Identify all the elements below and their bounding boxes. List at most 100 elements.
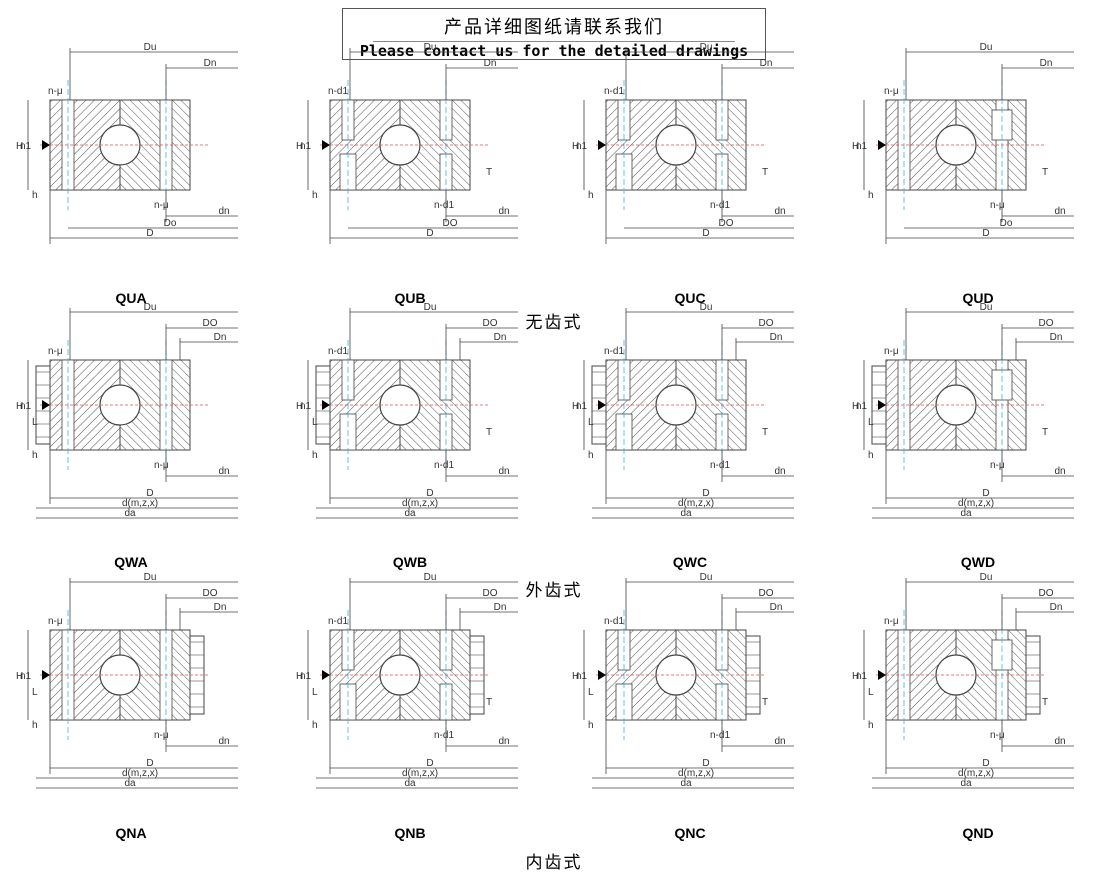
dim-label-dn-bottom: dn	[1054, 206, 1065, 217]
dim-label-h: H	[296, 401, 303, 412]
dim-label-dn2: Dn	[770, 602, 783, 613]
dim-label-n1: n1	[300, 401, 312, 412]
dim-label-h-small: h	[32, 190, 38, 201]
dim-label-l: L	[868, 687, 874, 698]
dim-label-du: Du	[144, 42, 157, 53]
dim-label-dn: Dn	[204, 58, 217, 69]
n1-arrow	[42, 140, 50, 150]
dim-label-dmzx: d(m,z,x)	[958, 768, 994, 779]
callout-inner-hole: n-μ	[990, 730, 1005, 741]
n1-arrow	[878, 140, 886, 150]
dim-label-dmzx: d(m,z,x)	[122, 498, 158, 509]
dim-label-da: da	[124, 778, 136, 789]
title-english: Please contact us for the detailed drawi…	[359, 42, 749, 60]
dim-label-t: T	[486, 697, 492, 708]
title-chinese: 产品详细图纸请联系我们	[444, 17, 664, 38]
dim-label-dn: DO	[1039, 588, 1054, 599]
dim-label-h-small: h	[312, 720, 318, 731]
model-label-qwa: QWA	[114, 554, 148, 570]
dim-label-d: D	[702, 758, 709, 769]
model-label-qnb: QNB	[394, 825, 426, 841]
n1-arrow	[598, 670, 606, 680]
dim-label-dn: Dn	[760, 58, 773, 69]
dim-label-h: H	[852, 671, 859, 682]
dim-label-dn2: Dn	[770, 332, 783, 343]
dim-label-n1: n1	[300, 671, 312, 682]
dim-label-n1: n1	[856, 671, 868, 682]
dim-label-dn-bottom: dn	[218, 206, 229, 217]
section-label-no-teeth: 无齿式	[525, 313, 583, 333]
dim-label-d: D	[982, 228, 989, 239]
dim-label-t: T	[486, 167, 492, 178]
dim-label-h: H	[572, 671, 579, 682]
dim-label-h-small: h	[868, 190, 874, 201]
dim-label-l: L	[312, 687, 318, 698]
dim-label-dn-bottom: dn	[498, 206, 509, 217]
callout-outer-hole: n-d1	[328, 346, 348, 357]
callout-outer-hole: n-μ	[48, 346, 63, 357]
dim-label-du: Du	[700, 302, 713, 313]
dim-label-dn-bottom: dn	[498, 736, 509, 747]
title-divider	[373, 41, 735, 42]
dim-label-dn: DO	[1039, 318, 1054, 329]
dim-label-du: Du	[424, 302, 437, 313]
model-label-qub: QUB	[394, 290, 426, 306]
callout-inner-hole: n-μ	[154, 200, 169, 211]
callout-inner-hole: n-d1	[710, 460, 730, 471]
dim-label-da: da	[680, 508, 692, 519]
dim-label-l: L	[32, 417, 38, 428]
callout-inner-hole: n-d1	[434, 730, 454, 741]
dim-label-d: D	[426, 228, 433, 239]
dim-label-n1: n1	[576, 141, 588, 152]
callout-inner-hole: n-d1	[710, 730, 730, 741]
dim-label-dn2: Dn	[214, 332, 227, 343]
dim-label-dn-bottom: dn	[774, 206, 785, 217]
dim-label-h: H	[296, 671, 303, 682]
dim-label-da: da	[404, 508, 416, 519]
dim-label-du: Du	[980, 42, 993, 53]
dim-label-du: Du	[424, 572, 437, 583]
dim-label-d: D	[702, 228, 709, 239]
dim-label-do: DO	[443, 218, 458, 229]
dim-label-dn: DO	[203, 588, 218, 599]
dim-label-dn: DO	[483, 588, 498, 599]
n1-arrow	[598, 140, 606, 150]
model-label-qua: QUA	[115, 290, 147, 306]
dim-label-t: T	[762, 697, 768, 708]
dim-label-da: da	[124, 508, 136, 519]
dim-label-dn2: Dn	[494, 332, 507, 343]
dim-label-d: D	[426, 488, 433, 499]
dim-label-dn-bottom: dn	[1054, 466, 1065, 477]
dim-label-dn: DO	[759, 588, 774, 599]
dim-label-n1: n1	[20, 671, 32, 682]
dim-label-dn: DO	[483, 318, 498, 329]
dim-label-d: D	[982, 758, 989, 769]
dim-label-t: T	[1042, 427, 1048, 438]
dim-label-da: da	[960, 778, 972, 789]
dim-label-t: T	[762, 167, 768, 178]
dim-label-dn: DO	[203, 318, 218, 329]
dim-label-dn2: Dn	[214, 602, 227, 613]
callout-inner-hole: n-μ	[154, 460, 169, 471]
callout-inner-hole: n-d1	[434, 460, 454, 471]
dim-label-n1: n1	[20, 141, 32, 152]
dim-label-t: T	[762, 427, 768, 438]
dim-label-dmzx: d(m,z,x)	[402, 498, 438, 509]
dim-label-n1: n1	[576, 671, 588, 682]
dim-label-dmzx: d(m,z,x)	[402, 768, 438, 779]
dim-label-dn-bottom: dn	[218, 736, 229, 747]
dim-label-n1: n1	[20, 401, 32, 412]
dim-label-d: D	[426, 758, 433, 769]
model-label-qnd: QND	[962, 825, 994, 841]
callout-inner-hole: n-μ	[990, 460, 1005, 471]
dim-label-n1: n1	[856, 141, 868, 152]
dim-label-h-small: h	[312, 190, 318, 201]
dim-label-dmzx: d(m,z,x)	[958, 498, 994, 509]
dim-label-d: D	[146, 228, 153, 239]
